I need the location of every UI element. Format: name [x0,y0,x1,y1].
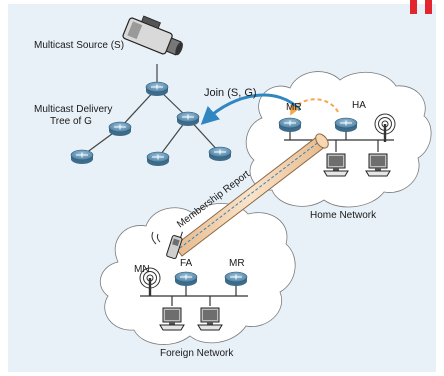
router-icon [334,117,358,133]
corner-mark [410,0,417,14]
router-icon [108,121,132,137]
home-dashed-arrow [290,98,339,116]
foreign-network-label: Foreign Network [160,348,234,359]
foreign-mr-label: MR [229,258,245,269]
computer-icon [197,307,223,331]
tree-label-line1: Multicast Delivery [34,104,112,115]
signal-marks [151,231,161,245]
home-network-cloud [245,71,432,208]
router-icon [146,151,170,167]
foreign-network-cloud [99,203,296,345]
join-label: Join (S, G) [204,87,257,99]
router-icon [174,271,198,287]
video-camera-icon [122,15,183,56]
corner-mark-2 [425,0,432,14]
router-icon [208,146,232,162]
router-icon [145,81,169,97]
router-icon [176,111,200,127]
foreign-mn-label: MN [134,264,150,275]
membership-report-tunnel [173,133,329,257]
computer-icon [365,153,391,177]
join-arrow [200,93,302,125]
mobile-phone-icon [166,231,183,260]
router-icon [278,117,302,133]
home-ha-label: HA [352,100,366,111]
computer-icon [159,307,185,331]
home-mr-label: MR [286,102,302,113]
tree-label-line2: Tree of G [50,116,92,127]
home-network-label: Home Network [310,210,377,221]
foreign-fa-label: FA [180,258,193,269]
router-icon [70,149,94,165]
source-label: Multicast Source (S) [34,40,124,51]
computer-icon [323,153,349,177]
router-icon [224,271,248,287]
